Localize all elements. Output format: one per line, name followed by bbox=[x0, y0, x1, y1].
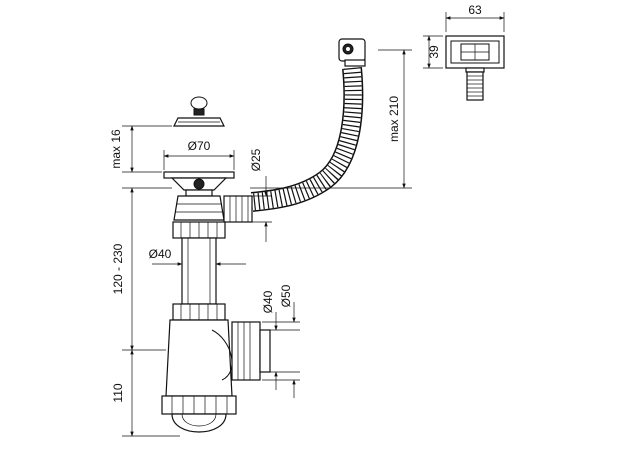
hose-diameter-label: Ø25 bbox=[249, 148, 263, 171]
adjustable-height-label: 120 - 230 bbox=[111, 243, 125, 294]
outlet-diameter-dimensions: Ø40 Ø50 bbox=[261, 284, 300, 398]
plug-height-label: max 16 bbox=[109, 129, 123, 169]
overflow-fitting-detail bbox=[445, 35, 505, 101]
grate-diameter-dimension: Ø70 bbox=[163, 139, 235, 170]
trap-height-dimension: 110 bbox=[111, 349, 180, 437]
overflow-height-dimension: 39 bbox=[423, 35, 443, 69]
adjustable-height-dimension: 120 - 230 bbox=[111, 187, 172, 351]
overflow-height-label: 39 bbox=[427, 45, 441, 59]
overflow-width-label: 63 bbox=[468, 3, 482, 17]
trap-bowl bbox=[165, 319, 271, 397]
trap-height-label: 110 bbox=[111, 383, 125, 402]
drain-grate bbox=[163, 171, 235, 197]
trap-bottom-cap bbox=[161, 395, 237, 433]
flexible-overflow-hose bbox=[250, 67, 364, 212]
outlet-inner-diameter-label: Ø40 bbox=[261, 290, 275, 313]
plug-height-dimension: max 16 bbox=[109, 125, 172, 173]
grate-diameter-label: Ø70 bbox=[188, 139, 211, 153]
hose-length-dimension: max 210 bbox=[250, 49, 412, 189]
upper-coupling-nut bbox=[172, 221, 226, 239]
outlet-outer-diameter-label: Ø50 bbox=[279, 284, 293, 307]
overflow-head bbox=[338, 38, 366, 67]
trap-upper-body bbox=[173, 195, 253, 223]
lower-coupling-nut bbox=[172, 303, 226, 321]
pipe-diameter-dimension: Ø40 bbox=[149, 247, 246, 266]
vertical-pipe bbox=[181, 237, 217, 305]
overflow-width-dimension: 63 bbox=[445, 3, 505, 32]
sink-plug bbox=[173, 96, 225, 127]
hose-diameter-dimension: Ø25 bbox=[249, 148, 272, 242]
hose-length-label: max 210 bbox=[387, 96, 401, 142]
pipe-diameter-label: Ø40 bbox=[149, 247, 172, 261]
